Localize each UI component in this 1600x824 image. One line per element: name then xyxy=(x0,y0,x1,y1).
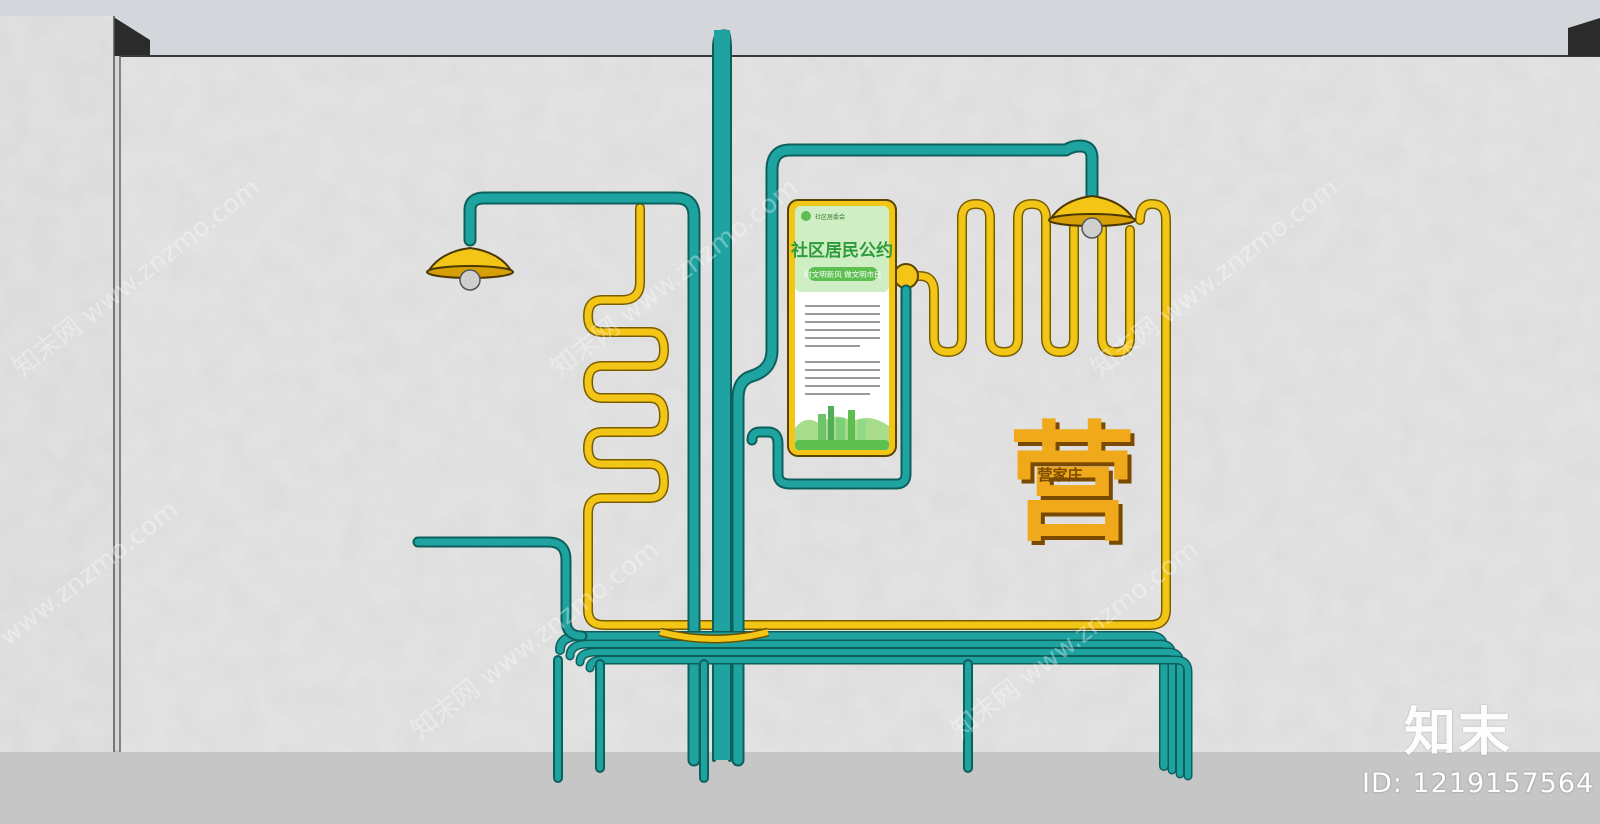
left-wall-texture xyxy=(0,16,114,752)
bench-ring-fill xyxy=(659,629,769,642)
right-lamp xyxy=(1048,194,1136,239)
poster-title: 社区居民公约 xyxy=(790,240,893,261)
community-sign: 营 营 营家庄 xyxy=(1008,410,1140,563)
ground xyxy=(0,750,1600,824)
sign-sub-text: 营家庄 xyxy=(1037,466,1082,484)
watermark-id: ID: 1219157564 xyxy=(1362,768,1595,799)
poster-body-text xyxy=(805,305,880,395)
sign-main-char-shadow: 营 xyxy=(1012,414,1140,563)
yellow-knob xyxy=(893,263,919,289)
teal-pipes xyxy=(412,29,1193,783)
poster-slogan: 树文明新风 做文明市民 xyxy=(804,269,881,279)
poster-logo-text: 社区居委会 xyxy=(815,213,845,221)
community-poster: 社区居委会 社区居民公约 树文明新风 做文明市民 xyxy=(787,199,897,457)
left-lamp xyxy=(426,246,514,291)
poster-skyline xyxy=(795,406,889,450)
watermark-logo: 知末 xyxy=(1404,703,1513,763)
sign-main-char: 营 xyxy=(1008,410,1136,559)
right-wall-cap xyxy=(1568,18,1600,56)
